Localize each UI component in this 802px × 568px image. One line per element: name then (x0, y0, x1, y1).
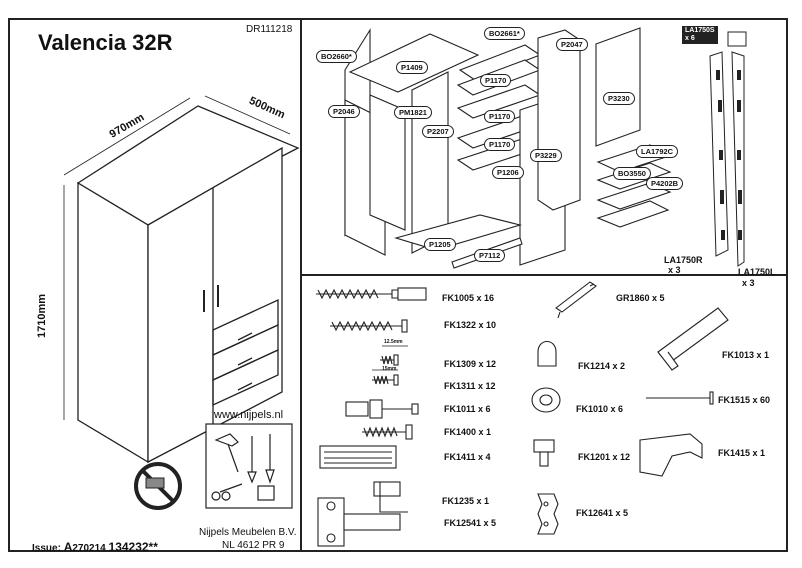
panel-label: P1170 (484, 138, 516, 151)
issue-date: 270214 (72, 543, 106, 554)
hardware-code: FK1515 (718, 395, 751, 405)
hardware-qty: x 6 (610, 404, 624, 414)
rail-right-qty: x 3 (668, 265, 681, 275)
panel-label: P2047 (556, 38, 588, 51)
hardware-code: FK1311 (444, 381, 476, 391)
hardware-item: FK12541 x 5 (444, 518, 496, 528)
hardware-item: FK1400 x 1 (444, 427, 491, 437)
hardware-qty: x 10 (478, 320, 497, 330)
hardware-code: FK1013 (722, 350, 755, 360)
hardware-code: FK1214 (578, 361, 611, 371)
hardware-code: FK1010 (576, 404, 609, 414)
hardware-item: FK1214 x 2 (578, 361, 625, 371)
hardware-item: FK1013 x 1 (722, 350, 769, 360)
screw-size-long: 12.5mm (384, 339, 403, 345)
panel-label: P1170 (484, 110, 516, 123)
hardware-code: FK12541 (444, 518, 482, 528)
hardware-qty: x 4 (478, 452, 491, 462)
hardware-qty: x 5 (652, 293, 665, 303)
hardware-qty: x 1 (752, 448, 766, 458)
hardware-item: FK1415 x 1 (718, 448, 765, 458)
rail-left-label: LA1750L (738, 267, 776, 277)
hardware-item: GR1860 x 5 (616, 293, 665, 303)
hardware-qty: x 60 (752, 395, 771, 405)
hardware-qty: x 1 (476, 496, 490, 506)
hardware-qty: x 1 (478, 427, 492, 437)
hardware-code: FK12641 (576, 508, 614, 518)
hardware-item: FK1411 x 4 (444, 452, 491, 462)
rail-screw-tag: LA1750S x 6 (682, 26, 718, 44)
panel-label: P2207 (422, 125, 454, 138)
panel-label: P1409 (396, 61, 428, 74)
hardware-qty: x 5 (615, 508, 629, 518)
company-name: Nijpels Meubelen B.V. (199, 527, 297, 538)
hardware-code: FK1415 (718, 448, 751, 458)
page-frame (8, 18, 788, 552)
panel-label: P3230 (603, 92, 635, 105)
hardware-code: FK1322 (444, 320, 477, 330)
hardware-item: FK1005 x 16 (442, 293, 494, 303)
hardware-qty: x 2 (612, 361, 626, 371)
hardware-qty: x 12 (478, 359, 497, 369)
hardware-code: FK1201 (578, 452, 611, 462)
rail-screw-qty: x 6 (685, 35, 695, 42)
hardware-qty: x 12 (612, 452, 631, 462)
website-link[interactable]: www.nijpels.nl (214, 409, 284, 421)
panel-label: P7112 (474, 249, 506, 262)
panel-label: P3229 (530, 149, 562, 162)
panel-label: PM1821 (394, 106, 432, 119)
rail-screw-code: LA1750S (685, 27, 715, 34)
hardware-qty: x 16 (476, 293, 495, 303)
panel-label: P4202B (646, 177, 684, 190)
rail-left-qty: x 3 (742, 278, 755, 288)
hardware-code: FK1005 (442, 293, 475, 303)
hardware-code: FK1235 (442, 496, 475, 506)
hardware-code: FK1411 (444, 452, 476, 462)
issue-label: Issue: (32, 543, 61, 554)
hardware-code: FK1309 (444, 359, 477, 369)
product-title: Valencia 32R (38, 30, 173, 55)
panel-label: P2046 (328, 105, 360, 118)
document-code: DR111218 (246, 24, 293, 35)
hardware-item: FK1011 x 6 (444, 404, 491, 414)
hardware-item: FK1309 x 12 (444, 359, 496, 369)
hardware-item: FK1201 x 12 (578, 452, 630, 462)
panel-label: LA1792C (636, 145, 679, 158)
issue-line: Issue: A270214 134232** (32, 540, 158, 554)
hardware-qty: x 6 (478, 404, 491, 414)
hardware-item: FK1515 x 60 (718, 395, 770, 405)
vertical-divider (300, 18, 302, 552)
issue-number: 134232** (108, 540, 158, 554)
hardware-item: FK1322 x 10 (444, 320, 496, 330)
hardware-item: FK1311 x 12 (444, 381, 496, 391)
hardware-item: FK1235 x 1 (442, 496, 489, 506)
rail-right-label: LA1750R (664, 255, 703, 265)
hardware-code: FK1011 (444, 404, 476, 414)
panel-label: P1170 (480, 74, 512, 87)
issue-letter: A (63, 540, 73, 554)
hardware-code: GR1860 (616, 293, 650, 303)
horizontal-divider (300, 274, 788, 276)
company-address: NL 4612 PR 9 (222, 540, 285, 551)
hardware-qty: x 12 (478, 381, 496, 391)
hardware-qty: x 5 (483, 518, 497, 528)
panel-label: P1206 (492, 166, 524, 179)
hardware-code: FK1400 (444, 427, 477, 437)
hardware-qty: x 1 (756, 350, 770, 360)
hardware-item: FK12641 x 5 (576, 508, 628, 518)
panel-label: P1205 (424, 238, 456, 251)
panel-label: BO2660* (316, 50, 357, 63)
hardware-item: FK1010 x 6 (576, 404, 623, 414)
screw-size-short: 15mm (382, 366, 397, 372)
panel-label: BO2661* (484, 27, 525, 40)
panel-label: BO3550 (613, 167, 651, 180)
